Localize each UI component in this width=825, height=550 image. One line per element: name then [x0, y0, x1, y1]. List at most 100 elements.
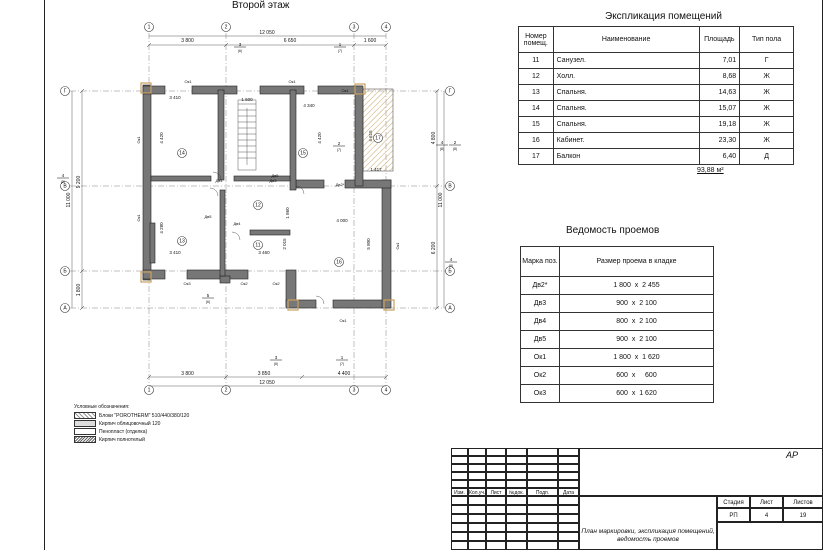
axis-bubble-top: [144, 22, 154, 32]
stamp-grid-cell: [558, 505, 579, 514]
axis-bubble-left: [60, 181, 70, 191]
explication-cell: 6,40: [698, 148, 741, 165]
section-number: 4: [441, 140, 444, 145]
stamp-sheet-label: Лист: [750, 496, 783, 508]
dim-tick: [146, 374, 152, 380]
openings-cell: 600 x 600: [559, 366, 714, 385]
section-number: 1: [341, 355, 344, 360]
axis-bubble-bottom-label: 1: [148, 388, 151, 394]
axis-bubble-bottom: [221, 385, 231, 395]
stamp-grid-cell: [486, 480, 506, 488]
opening-tag: Ок1: [184, 79, 192, 84]
section-number: 4: [450, 257, 453, 262]
room-number: [253, 240, 263, 250]
axis-bubble-right: [445, 303, 455, 313]
dim-tick: [383, 374, 389, 380]
explication-cell: 8,68: [698, 68, 741, 85]
inner-dimension: 1 860: [285, 207, 290, 219]
axis-bubble-right-label: В: [448, 184, 452, 190]
openings-cell: Ок3: [520, 384, 560, 403]
sheet-frame-right: [822, 0, 823, 550]
inner-dimension: 3 410: [169, 250, 181, 255]
openings-cell: Дв2*: [520, 276, 560, 295]
section-ref: (6): [238, 49, 242, 53]
stamp-grid-cell: [506, 472, 527, 480]
section-number: 5: [207, 293, 210, 298]
opening-tag: Ок1: [288, 79, 296, 84]
room-number-label: 17: [375, 136, 381, 142]
stamp-grid-cell: [486, 472, 506, 480]
stamp-grid-cell: [451, 532, 468, 541]
wall-segment: [149, 222, 156, 264]
stamp-code: АР: [785, 450, 798, 460]
insulation-corner: [383, 299, 395, 311]
inner-dimension: 1 600: [241, 97, 253, 102]
axis-bubble-left: [60, 303, 70, 313]
stamp-grid-cell: [451, 480, 468, 488]
opening-tag: Дв4: [233, 221, 241, 226]
opening-tag: Дв5: [271, 173, 279, 178]
stamp-grid-cell: [486, 514, 506, 523]
stamp-grid-cell: [558, 514, 579, 523]
opening-tag: Ок1: [136, 136, 141, 144]
dim-top: 3 800: [181, 38, 194, 44]
stamp-grid-cell: [527, 541, 558, 550]
stamp-grid-cell: [558, 532, 579, 541]
section-ref: (7): [337, 148, 341, 152]
axis-bubble-top-label: 1: [148, 25, 151, 31]
dim-left: 9 200: [76, 176, 82, 189]
stamp-grid-cell: [558, 456, 579, 464]
wall-segment: [142, 85, 166, 95]
stamp-grid-cell: [558, 464, 579, 472]
stamp-grid-cell: [468, 532, 486, 541]
axis-bubble-top: [221, 22, 231, 32]
section-number: 4: [62, 173, 65, 178]
opening-tag: Ок1: [341, 88, 349, 93]
dim-tick: [434, 183, 440, 189]
wall-segment: [150, 175, 212, 182]
stamp-grid-cell: [486, 523, 506, 532]
explication-cell: 15: [518, 116, 554, 133]
section-ref: (8): [453, 147, 457, 151]
dim-tick: [383, 42, 389, 48]
explication-cell: 17: [518, 148, 554, 165]
hatch-icon: [74, 419, 96, 427]
room-number-label: 11: [255, 243, 260, 249]
openings-cell: 1 800 x 1 620: [559, 348, 714, 367]
inner-dimension: 3 410: [169, 95, 181, 100]
wall-segment: [219, 189, 226, 277]
explication-cell: 16: [518, 132, 554, 149]
dim-right-total: 11 000: [438, 192, 444, 207]
explication-cell: Кабинет.: [552, 132, 700, 149]
axis-bubble-left-label: А: [63, 306, 67, 312]
inner-dimension: 4 420: [159, 132, 164, 144]
openings-cell: Дв3: [520, 294, 560, 313]
wall-segment: [217, 89, 225, 181]
dim-bottom: 4 400: [338, 371, 351, 377]
stamp-grid-cell: [506, 505, 527, 514]
axis-bubble-top-label: 2: [225, 25, 228, 31]
stamp-description: План маркировки, экспликация помещений, …: [581, 528, 715, 543]
wall-segment: [285, 299, 317, 309]
explication-cell: Балкон: [552, 148, 700, 165]
sheet-frame-left: [44, 0, 45, 550]
legend: Условные обозначения: Блоки "POROTHERM" …: [74, 404, 189, 445]
stamp-grid-cell: [486, 541, 506, 550]
stair-outline: [237, 99, 257, 171]
wall-segment: [219, 275, 231, 284]
stamp-grid-cell: [486, 532, 506, 541]
dim-tick: [223, 374, 229, 380]
stamp-grid-cell: [558, 541, 579, 550]
open-header-size: Размер проема в кладке: [559, 246, 714, 277]
wall-segment: [381, 179, 392, 309]
room-number: [334, 257, 344, 267]
section-number: 3: [239, 42, 242, 47]
section-ref: (8): [61, 180, 65, 184]
axis-bubble-left-label: Б: [63, 269, 67, 275]
explication-cell: Спальня.: [552, 100, 700, 117]
inner-dimension: 2 015: [282, 238, 287, 250]
legend-item: Кирпич полнотелый: [74, 436, 189, 444]
inner-dimension: 4 615: [368, 130, 373, 142]
